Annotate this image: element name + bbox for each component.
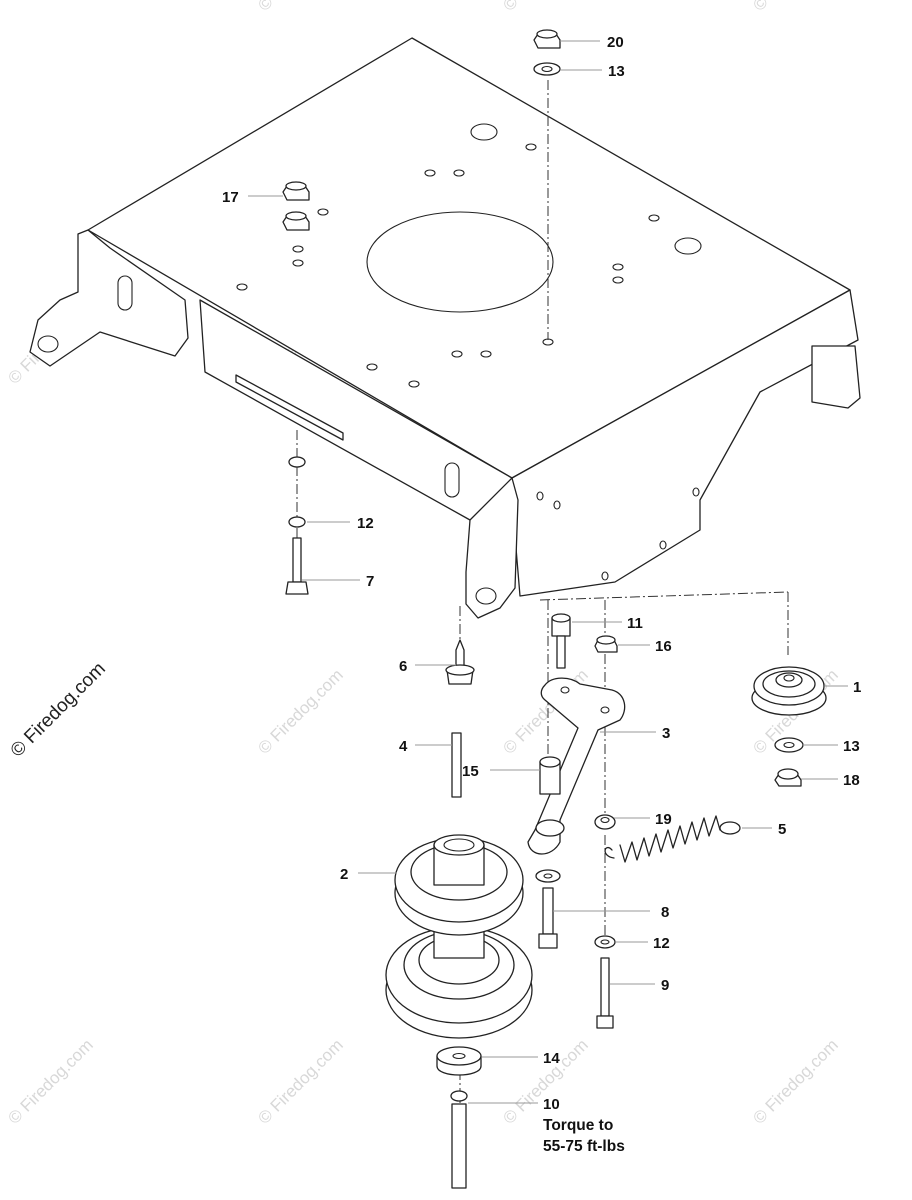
callout-3: 3 xyxy=(662,725,670,742)
callout-13: 13 xyxy=(608,63,625,80)
torque-note: Torque to 55-75 ft-lbs xyxy=(543,1117,625,1155)
part-4-key xyxy=(451,732,462,798)
part-2-double-pulley xyxy=(385,834,533,1039)
callout-1: 1 xyxy=(853,679,861,696)
torque-note-line1: Torque to xyxy=(543,1117,613,1134)
part-13-washer-right xyxy=(774,737,804,753)
part-19-spacer xyxy=(594,814,616,830)
part-1-idler-pulley xyxy=(751,666,827,716)
callout-14: 14 xyxy=(543,1050,560,1067)
part-18-nut xyxy=(774,768,802,787)
watermark-text: © Firedog.com xyxy=(499,0,591,15)
watermark-text: © Firedog.com xyxy=(4,1035,96,1127)
callout-17: 17 xyxy=(222,189,239,206)
callout-19: 19 xyxy=(655,811,672,828)
watermark-text: © Firedog.com xyxy=(254,0,346,15)
callout-16: 16 xyxy=(655,638,672,655)
part-13-washer xyxy=(533,62,561,76)
callout-11: 11 xyxy=(627,615,643,632)
watermark-text: © Firedog.com xyxy=(254,665,346,757)
part-5-spring xyxy=(604,815,741,863)
part-12-washer-left xyxy=(288,456,306,528)
callout-12: 12 xyxy=(357,515,374,532)
callout-8: 8 xyxy=(661,904,669,921)
part-20-nut xyxy=(533,29,561,49)
callout-2: 2 xyxy=(340,866,348,883)
callout-9: 9 xyxy=(661,977,669,994)
callout-20: 20 xyxy=(607,34,624,51)
mounting-plate xyxy=(29,37,861,619)
part-6-stud xyxy=(445,639,475,685)
callout-labels: 20 13 17 12 7 6 4 11 16 15 3 19 5 2 8 12… xyxy=(222,34,861,1113)
watermark-text: © Firedog.com xyxy=(749,1035,841,1127)
callout-18: 18 xyxy=(843,772,860,789)
callout-12: 12 xyxy=(653,935,670,952)
watermark-text: © Firedog.com xyxy=(749,0,841,15)
part-17-nut xyxy=(282,181,310,231)
callout-13: 13 xyxy=(843,738,860,755)
part-14-washer xyxy=(436,1046,482,1076)
callout-6: 6 xyxy=(399,658,407,675)
callout-4: 4 xyxy=(399,738,408,755)
part-15-bushing xyxy=(535,756,565,837)
part-9-bolt xyxy=(596,957,614,1029)
callout-7: 7 xyxy=(366,573,374,590)
watermark-text: © Firedog.com xyxy=(254,1035,346,1127)
torque-note-line2: 55-75 ft-lbs xyxy=(543,1138,625,1155)
watermark-main-text: © Firedog.com xyxy=(7,658,110,761)
part-11-bolt xyxy=(551,613,571,669)
part-16-nut xyxy=(594,635,618,653)
leader-lines xyxy=(248,40,848,1104)
part-8-bolt xyxy=(535,869,561,949)
part-7-bolt xyxy=(285,537,309,595)
part-12-washer-right xyxy=(594,935,616,949)
part-10-bolt xyxy=(450,1090,468,1189)
callout-15: 15 xyxy=(462,763,479,780)
callout-10: 10 xyxy=(543,1096,560,1113)
callout-5: 5 xyxy=(778,821,786,838)
